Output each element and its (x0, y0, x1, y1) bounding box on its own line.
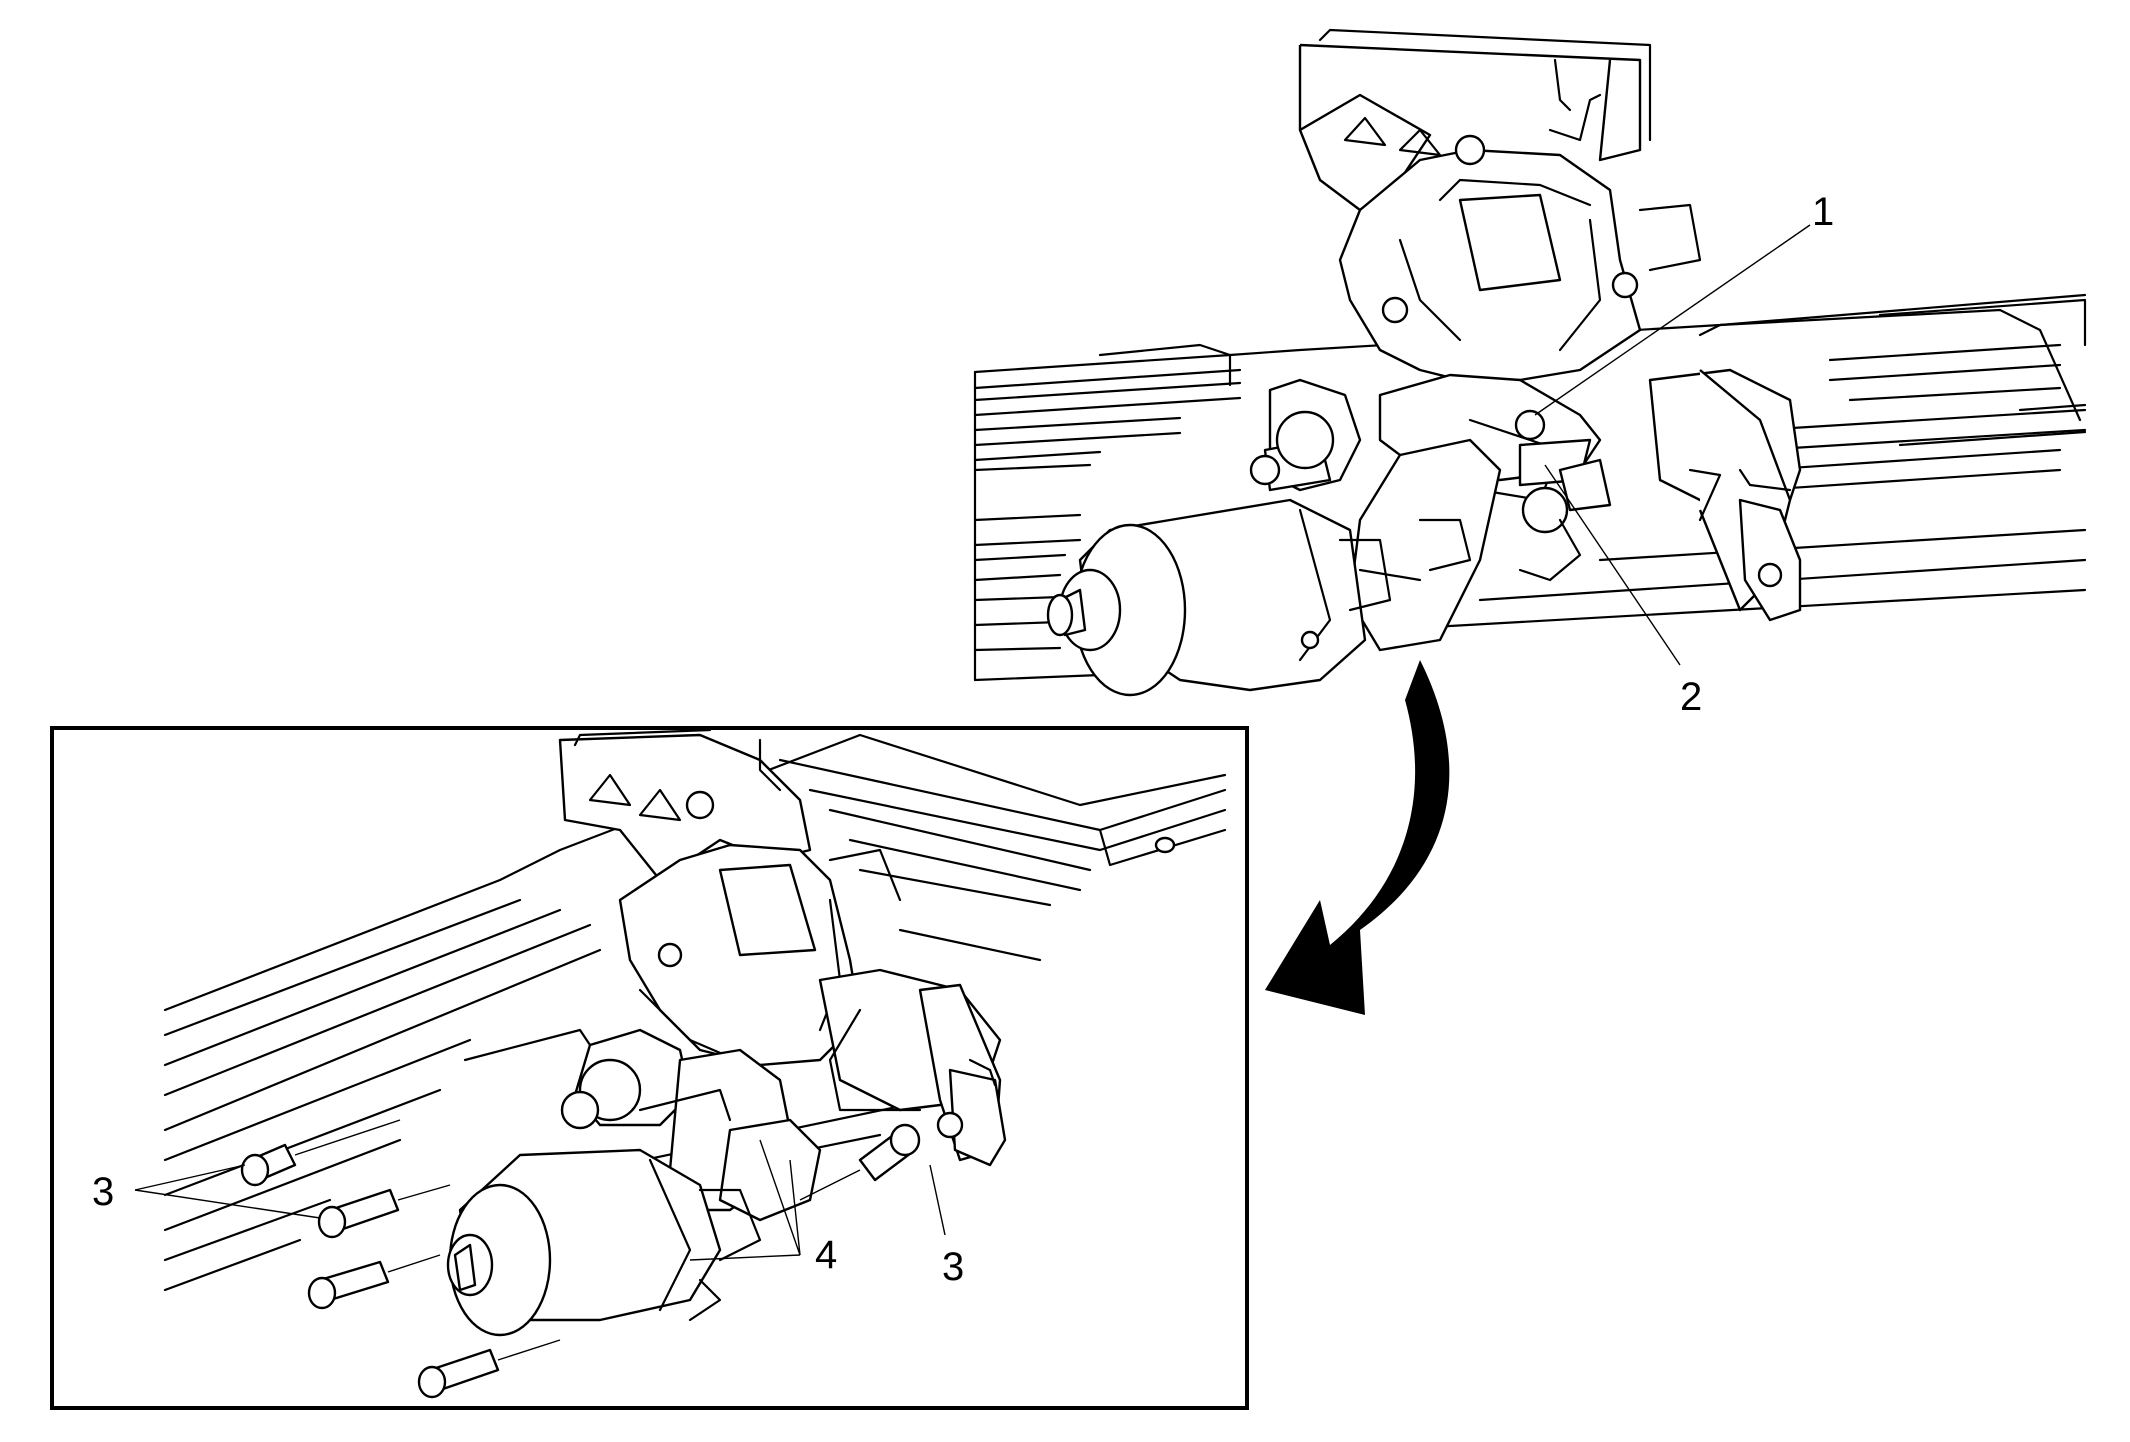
callout-3-right: 3 (942, 1245, 964, 1289)
cowl-panel-top (973, 293, 2087, 682)
callout-4: 4 (815, 1233, 837, 1277)
zoom-arrow (1265, 660, 1450, 1015)
callout-2: 2 (1680, 675, 1702, 719)
bolt-left-lower (307, 1254, 441, 1310)
mounting-bolts (240, 1119, 921, 1399)
detail-view-assembly: 3 3 4 (92, 728, 1227, 1399)
bolt-left-bottom (417, 1339, 561, 1399)
linkage-top (1378, 368, 1802, 622)
callout-leaders-detail (134, 1139, 946, 1261)
detail-view-frame (50, 726, 1249, 1410)
bolt-right (799, 1123, 921, 1201)
top-view-assembly: 1 2 (973, 28, 2087, 719)
wiper-bracket-top (1298, 28, 1702, 387)
callout-3-left: 3 (92, 1170, 114, 1214)
callout-leaders-top (1534, 224, 1811, 666)
wiper-motor-top (1046, 378, 1502, 697)
linkage-detail (818, 968, 1007, 1167)
bolt-left-middle (317, 1184, 451, 1239)
wiper-bracket-detail (558, 728, 902, 1072)
wiper-motor-detail (446, 1028, 822, 1337)
callout-1: 1 (1812, 190, 1834, 234)
bolt-left-upper (240, 1119, 401, 1187)
